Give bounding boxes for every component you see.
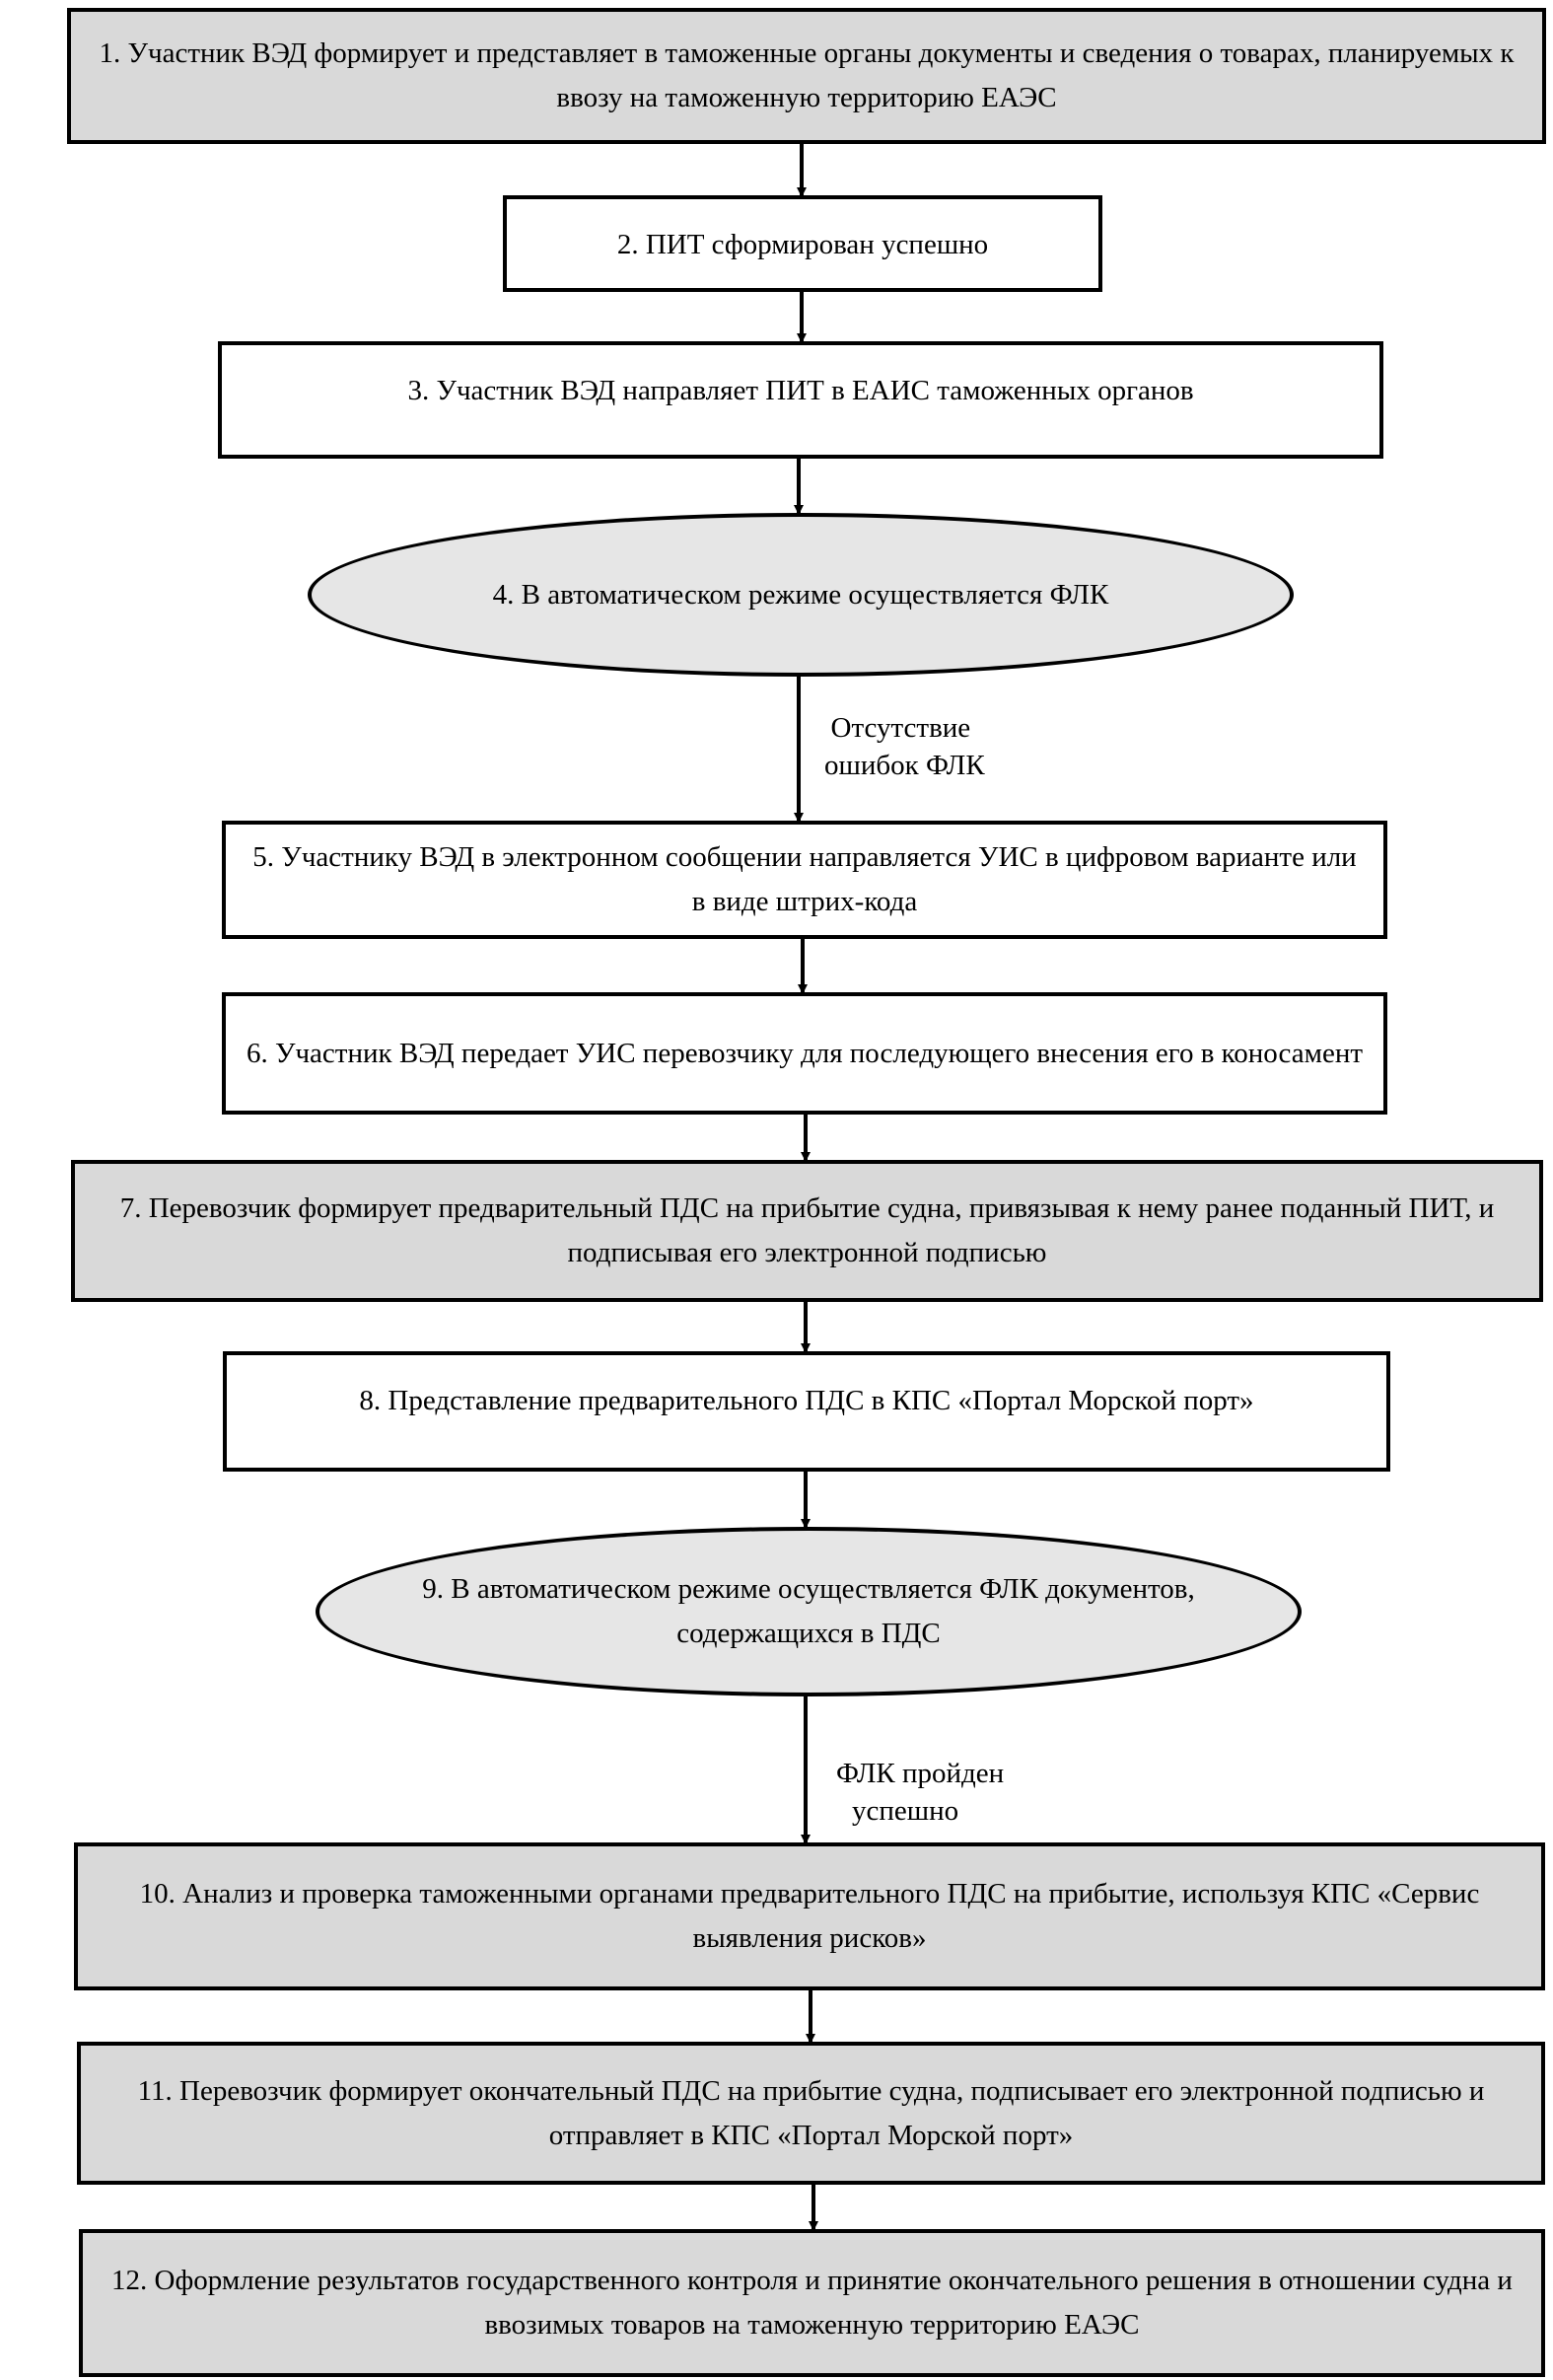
step-12-text: 12. Оформление результатов государственн…	[111, 2265, 1513, 2341]
step-3-text: 3. Участник ВЭД направляет ПИТ в ЕАИС та…	[407, 375, 1194, 406]
edge-label-flk-passed: ФЛК пройден успешно	[836, 1756, 1004, 1830]
step-2-text: 2. ПИТ сформирован успешно	[616, 229, 989, 260]
step-1-text: 1. Участник ВЭД формирует и представляет…	[99, 37, 1515, 113]
step-12-box: 12. Оформление результатов государственн…	[79, 2229, 1545, 2377]
step-4-ellipse: 4. В автоматическом режиме осуществляетс…	[308, 513, 1294, 677]
step-7-text: 7. Перевозчик формирует предварительный …	[119, 1192, 1495, 1268]
step-10-box: 10. Анализ и проверка таможенными органа…	[74, 1842, 1545, 1990]
step-7-box: 7. Перевозчик формирует предварительный …	[71, 1160, 1543, 1302]
edge-label-flk-passed-line1: ФЛК пройден	[836, 1758, 1005, 1789]
step-4-text: 4. В автоматическом режиме осуществляетс…	[492, 578, 1109, 611]
step-5-text: 5. Участнику ВЭД в электронном сообщении…	[252, 841, 1357, 917]
step-9-ellipse: 9. В автоматическом режиме осуществляетс…	[316, 1527, 1302, 1696]
step-1-box: 1. Участник ВЭД формирует и представляет…	[67, 8, 1546, 144]
edge-label-flk-ok-line1: Отсутствие	[830, 712, 971, 744]
step-11-box: 11. Перевозчик формирует окончательный П…	[77, 2042, 1545, 2185]
edge-label-flk-ok-line2: ошибок ФЛК	[824, 749, 985, 781]
step-11-text: 11. Перевозчик формирует окончательный П…	[137, 2074, 1485, 2151]
edge-label-flk-passed-line2: успешно	[852, 1794, 959, 1827]
step-5-box: 5. Участнику ВЭД в электронном сообщении…	[222, 821, 1387, 939]
edge-label-flk-ok: Отсутствие ошибок ФЛК	[816, 710, 985, 784]
step-8-box: 8. Представление предварительного ПДС в …	[223, 1351, 1390, 1472]
step-6-box: 6. Участник ВЭД передает УИС перевозчику…	[222, 992, 1387, 1115]
step-8-text: 8. Представление предварительного ПДС в …	[359, 1385, 1254, 1416]
step-3-box: 3. Участник ВЭД направляет ПИТ в ЕАИС та…	[218, 341, 1383, 459]
step-2-box: 2. ПИТ сформирован успешно	[503, 195, 1102, 292]
step-10-text: 10. Анализ и проверка таможенными органа…	[139, 1878, 1480, 1954]
step-9-text: 9. В автоматическом режиме осуществляетс…	[422, 1573, 1195, 1649]
step-6-text: 6. Участник ВЭД передает УИС перевозчику…	[246, 1037, 1364, 1069]
